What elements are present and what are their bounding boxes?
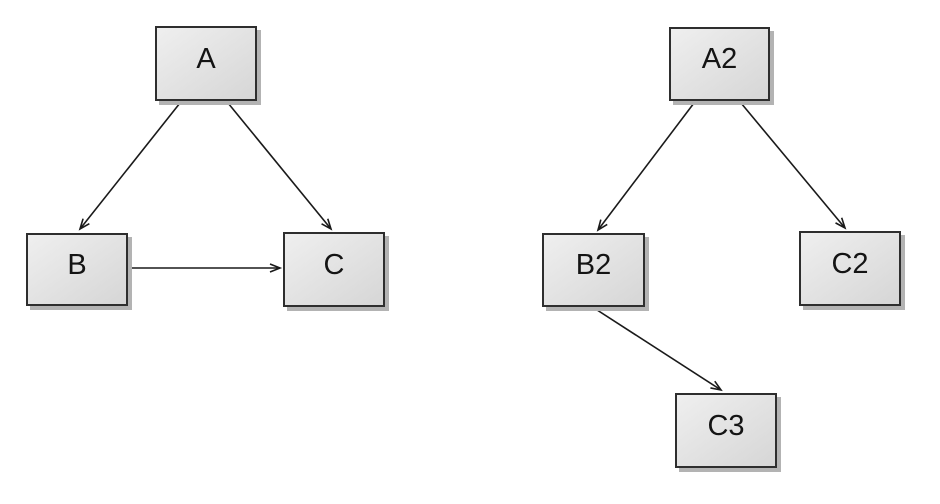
edge-A-to-C [227, 102, 333, 231]
node-b2: B2 [542, 233, 645, 307]
node-c3: C3 [675, 393, 777, 468]
edge-A2-to-C2 [740, 102, 847, 230]
node-c2: C2 [799, 231, 901, 306]
node-a2: A2 [669, 27, 770, 101]
edge-A-to-B [78, 102, 181, 231]
edge-A2-to-B2 [596, 102, 695, 232]
edge-B2-to-C3 [593, 307, 723, 392]
node-c: C [283, 232, 385, 307]
node-a: A [155, 26, 257, 101]
node-b: B [26, 233, 128, 306]
